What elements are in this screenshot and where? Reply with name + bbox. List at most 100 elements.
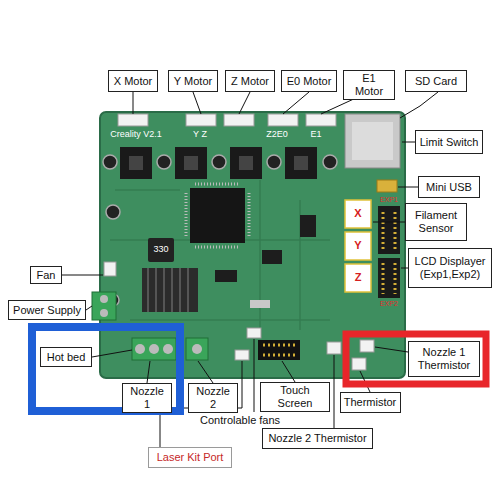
leader-line [86, 306, 92, 310]
power-terminal [100, 309, 108, 317]
leader-line [401, 268, 408, 269]
mini-usb [377, 180, 397, 192]
inductor-value: 330 [148, 245, 174, 255]
leader-line [373, 222, 405, 223]
microcontroller [186, 184, 249, 247]
capacitor [212, 155, 226, 169]
port-label: Nozzle 2 [188, 383, 238, 413]
leader-line [398, 187, 418, 188]
label-text: Mini USB [426, 181, 472, 194]
mini-usb [377, 180, 397, 192]
leader-line [375, 347, 408, 352]
touch-header [263, 345, 296, 355]
terminal-block [135, 344, 145, 354]
capacitor [323, 155, 337, 169]
label-text: Power Supply [13, 304, 81, 317]
small-connector [247, 328, 261, 338]
small-chip [262, 250, 282, 264]
stepper-driver [175, 147, 207, 179]
port-label: Touch Screen [260, 382, 330, 412]
header-letter: Z [345, 271, 371, 283]
label-text: Limit Switch [420, 136, 479, 149]
heatsink [142, 268, 198, 312]
port-label: Limit Switch [415, 130, 483, 154]
port-label: Nozzle 2 Thermistor [262, 428, 373, 449]
leader-line [282, 361, 295, 382]
pcb-board [110, 180, 330, 330]
header-pins [345, 232, 371, 260]
terminal-block [186, 338, 208, 360]
silk-text: E1 [306, 130, 326, 140]
capacitor [267, 155, 281, 169]
label-text: Laser Kit Port [157, 451, 224, 464]
power-terminal [92, 292, 116, 320]
label-text: Hot bed [47, 351, 86, 364]
inductor [148, 238, 174, 262]
pcb-board [100, 112, 405, 378]
label-text: Nozzle 2 Thermistor [268, 432, 366, 445]
label-text: SD Card [415, 75, 457, 88]
microcontroller [190, 188, 245, 243]
motor-connector [118, 114, 148, 126]
leader-line [283, 92, 309, 114]
stepper-driver [230, 147, 262, 179]
leader-line [62, 275, 103, 276]
stepper-driver [120, 147, 317, 179]
label-text: Y Motor [174, 75, 212, 88]
stepper-driver [239, 156, 253, 170]
sd-card-slot [352, 122, 393, 160]
motor-connector [224, 114, 254, 126]
sd-card-slot [345, 114, 400, 168]
small-chip [300, 215, 316, 237]
microcontroller [186, 184, 249, 247]
heatsink [148, 268, 188, 312]
motor-label: E0 Motor [281, 70, 337, 92]
port-label: Filament Sensor [405, 203, 467, 241]
heatsink [142, 268, 198, 312]
exp-text: EXP2 [376, 300, 402, 308]
label-text: E1 Motor [347, 72, 391, 97]
terminal-block [132, 338, 208, 360]
highlight-box-red [346, 334, 486, 384]
label-text: Nozzle 1 [126, 385, 168, 410]
label-text: Filament Sensor [409, 209, 463, 234]
power-terminal [100, 295, 108, 303]
leader-line [254, 339, 255, 412]
silk-text: Z2E0 [262, 130, 292, 140]
sd-card-slot [345, 114, 400, 168]
touch-header [258, 340, 300, 360]
capacitor [103, 155, 337, 306]
port-label: SD Card [405, 70, 467, 92]
leader-line [92, 350, 132, 357]
stepper-driver [120, 147, 152, 179]
small-connector [327, 342, 341, 354]
capacitor [157, 155, 171, 169]
exp-header [383, 212, 395, 294]
port-label: Nozzle 1 [122, 383, 172, 413]
leader-line [400, 92, 438, 118]
highlight-box-red [346, 334, 486, 384]
motor-label: Y Motor [168, 70, 218, 92]
motor-connector [268, 114, 298, 126]
leader-line [62, 92, 438, 447]
capacitor [106, 205, 120, 219]
motor-label: Z Motor [225, 70, 275, 92]
exp-header [378, 206, 400, 298]
exp-header [378, 258, 400, 298]
leader-line [193, 92, 201, 114]
terminal-block [192, 344, 202, 354]
motor-connector [306, 114, 336, 126]
leader-line [239, 92, 250, 114]
port-label: LCD Displayer (Exp1,Exp2) [408, 248, 492, 288]
label-text: Touch Screen [264, 384, 326, 409]
small-connector [235, 350, 249, 360]
terminal-block [163, 344, 173, 354]
label-text: Thermistor [344, 396, 397, 409]
laser-label: Laser Kit Port [148, 447, 232, 468]
leader-line [402, 142, 415, 143]
small-connector [352, 358, 366, 370]
small-chip [215, 270, 237, 282]
motor-connector [186, 114, 216, 126]
small-chip [215, 215, 316, 308]
